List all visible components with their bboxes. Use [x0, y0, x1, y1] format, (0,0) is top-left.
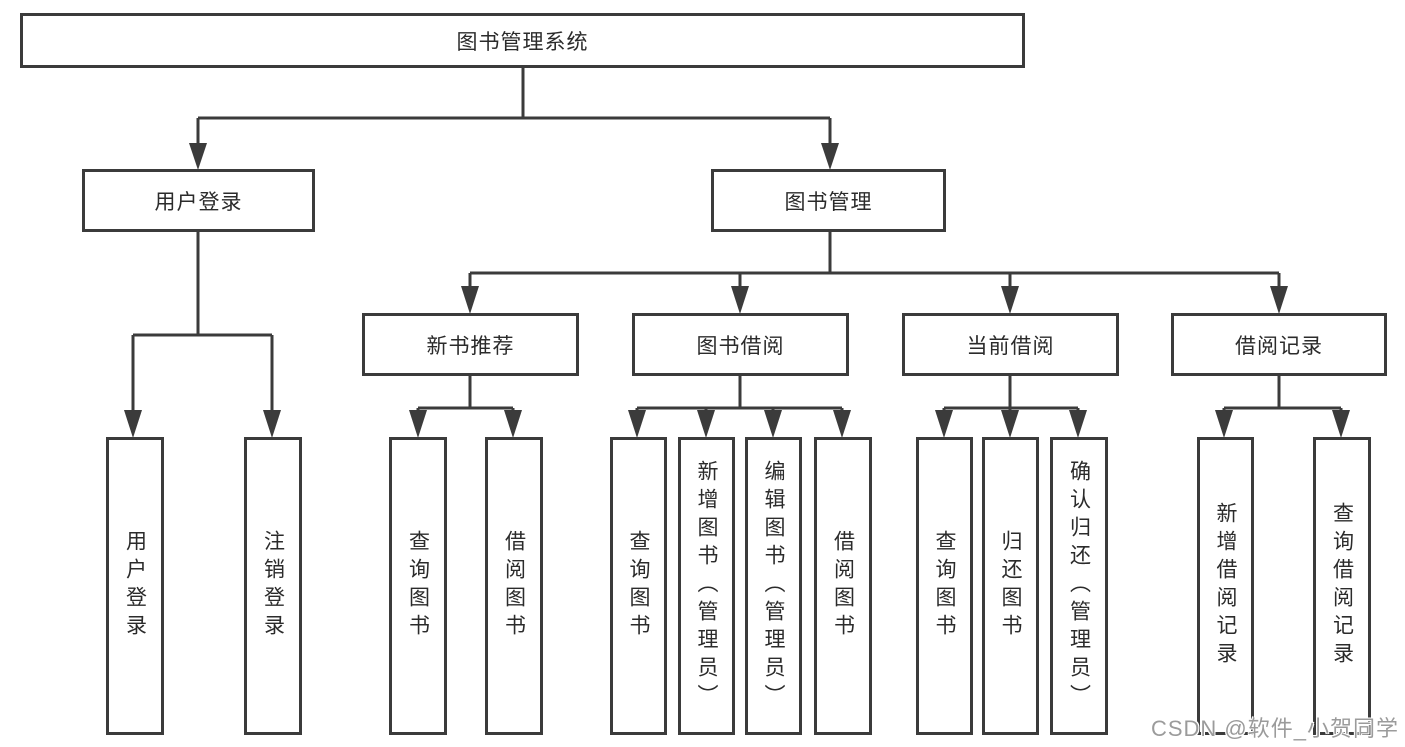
watermark-text: CSDN @软件_小贺同学 — [1150, 716, 1399, 741]
leaf-query-books-current: 查询图书 — [916, 437, 973, 735]
leaf-add-borrow-record: 新增借阅记录 — [1197, 437, 1254, 735]
leaf-confirm-return-admin: 确认归还（管理员） — [1050, 437, 1108, 735]
leaf-query-books-borrowing: 查询图书 — [610, 437, 667, 735]
node-current-borrowing: 当前借阅 — [902, 313, 1119, 376]
leaf-query-borrow-record: 查询借阅记录 — [1313, 437, 1371, 735]
node-user-login: 用户登录 — [82, 169, 315, 232]
leaf-borrow-books-borrowing: 借阅图书 — [814, 437, 872, 735]
tree-edges — [131, 68, 1343, 414]
leaf-edit-books-admin: 编辑图书（管理员） — [745, 437, 802, 735]
node-borrowing-records: 借阅记录 — [1171, 313, 1387, 376]
node-book-management: 图书管理 — [711, 169, 946, 232]
leaf-borrow-books-recommend: 借阅图书 — [485, 437, 543, 735]
node-new-book-recommendation: 新书推荐 — [362, 313, 579, 376]
leaf-user-login: 用户登录 — [106, 437, 164, 735]
leaf-query-books-recommend: 查询图书 — [389, 437, 447, 735]
leaf-add-books-admin: 新增图书（管理员） — [678, 437, 735, 735]
leaf-return-books: 归还图书 — [982, 437, 1039, 735]
arrowheads — [124, 143, 1350, 438]
node-library-management-system: 图书管理系统 — [20, 13, 1025, 68]
leaf-logout: 注销登录 — [244, 437, 302, 735]
node-book-borrowing: 图书借阅 — [632, 313, 849, 376]
